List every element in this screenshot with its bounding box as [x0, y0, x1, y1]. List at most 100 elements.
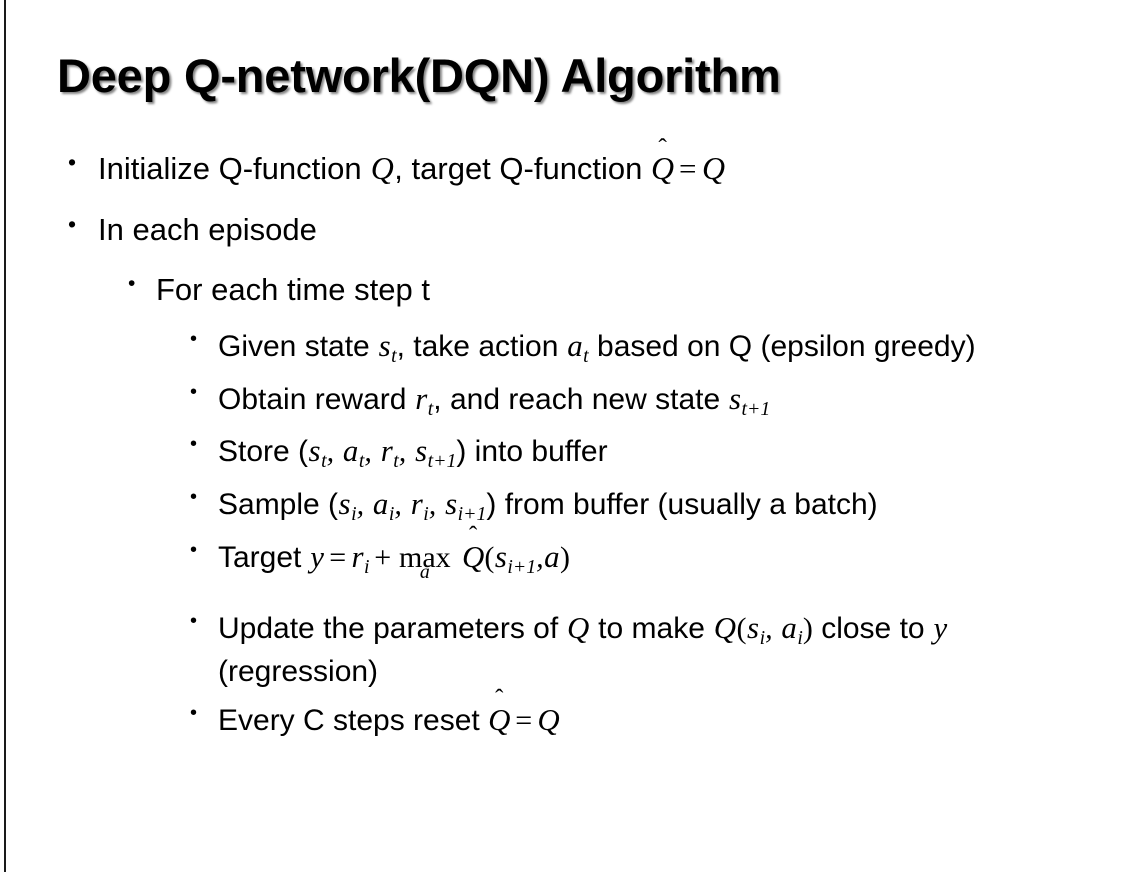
bullet-for-each-time-step: • For each time step t: [0, 270, 1124, 310]
bullet-every-c-steps-text: Every C steps reset ̂Q=Q: [218, 700, 1088, 740]
math-s: s: [378, 328, 391, 364]
bullet-obtain-reward: • Obtain reward rt, and reach new state …: [0, 379, 1124, 423]
math-s: s: [728, 380, 742, 416]
math-a: a: [342, 433, 359, 469]
math-sub-t-plus-1: t+1: [427, 450, 457, 473]
math-equals: =: [329, 540, 347, 574]
math-Q: Q: [567, 610, 590, 646]
bullet-marker-icon: •: [190, 328, 198, 351]
text-update-prefix: Update the parameters of: [218, 612, 567, 646]
text-obtain-mid: , and reach new state: [433, 382, 729, 416]
math-s: s: [415, 433, 428, 469]
text-update-suffix: close to: [812, 612, 933, 646]
math-sub-t: t: [358, 450, 365, 473]
math-sub-i-plus-1: i+1: [507, 555, 537, 578]
math-Q: Q: [713, 610, 737, 646]
bullet-given-state: • Given state st, take action at based o…: [0, 326, 1124, 370]
text-obtain-prefix: Obtain reward: [218, 382, 415, 416]
math-comma: ,: [364, 435, 372, 469]
bullet-obtain-reward-text: Obtain reward rt, and reach new state st…: [218, 379, 1088, 423]
math-equals: =: [679, 151, 697, 186]
math-comma: ,: [326, 435, 335, 469]
bullet-update-parameters-text: Update the parameters of Q to make Q(si,…: [218, 608, 1088, 691]
math-Q-hat: ̂Q: [651, 148, 674, 190]
math-s: s: [308, 433, 321, 469]
bullet-for-each-time-step-text: For each time step t: [156, 271, 430, 307]
math-r: r: [380, 433, 393, 469]
bullet-initialize-text: Initialize Q-function Q, target Q-functi…: [98, 148, 1124, 190]
math-lparen: (: [484, 540, 495, 574]
math-a: a: [567, 328, 583, 364]
bullet-marker-icon: •: [68, 210, 77, 237]
math-max-label: max: [399, 540, 451, 574]
math-Q-hat: ̂Q: [462, 537, 484, 577]
math-comma: ,: [428, 488, 437, 522]
math-Q-rhs: Q: [701, 151, 726, 186]
math-sub-i: i: [797, 627, 803, 650]
math-r: r: [410, 486, 423, 522]
bullet-store-text: Store (st, at, rt, st+1) into buffer: [218, 431, 1088, 475]
math-r: r: [415, 380, 428, 416]
bullet-update-parameters: • Update the parameters of Q to make Q(s…: [0, 608, 1124, 691]
math-comma: ,: [394, 488, 402, 522]
math-Q-rhs: Q: [537, 702, 560, 738]
math-lparen: (: [736, 612, 747, 646]
math-sub-i: i: [388, 503, 395, 526]
math-y: y: [933, 610, 948, 646]
math-comma: ,: [765, 612, 773, 646]
bullet-marker-icon: •: [190, 433, 198, 456]
text-given-mid: , take action: [396, 330, 567, 364]
math-comma: ,: [398, 435, 407, 469]
math-s: s: [338, 486, 351, 522]
math-sub-t: t: [321, 450, 327, 473]
math-sub-t: t: [427, 397, 434, 420]
text-initialize-prefix: Initialize Q-function: [98, 151, 371, 186]
slide-left-edge-rule: [4, 0, 6, 872]
math-rparen: ): [560, 540, 571, 574]
page-title: Deep Q-network(DQN) Algorithm: [57, 49, 781, 102]
bullet-given-state-text: Given state st, take action at based on …: [218, 326, 1088, 370]
math-sub-t: t: [391, 345, 397, 368]
bullet-marker-icon: •: [190, 702, 198, 725]
bullet-sample: • Sample (si, ai, ri, si+1) from buffer …: [0, 484, 1124, 528]
math-Q-hat-base: Q: [488, 702, 511, 738]
math-Q: Q: [370, 151, 394, 186]
math-s: s: [494, 538, 507, 574]
bullet-sample-text: Sample (si, ai, ri, si+1) from buffer (u…: [218, 484, 1088, 528]
text-store-suffix: ) into buffer: [456, 435, 608, 469]
math-sub-i-plus-1: i+1: [457, 503, 487, 526]
text-given-prefix: Given state: [218, 330, 379, 364]
math-Q-hat: ̂Q: [488, 700, 510, 740]
math-Q-hat-base: Q: [462, 538, 485, 574]
math-r: r: [351, 538, 364, 574]
math-a: a: [544, 538, 560, 574]
math-Q-hat-base: Q: [651, 151, 675, 186]
text-update-mid: to make: [589, 612, 714, 646]
math-sub-i: i: [351, 503, 357, 526]
bullet-in-each-episode-text: In each episode: [98, 211, 317, 247]
math-sub-i: i: [759, 627, 766, 650]
math-s: s: [445, 486, 458, 522]
bullet-marker-icon: •: [190, 486, 198, 509]
math-rparen: ): [802, 612, 813, 646]
math-plus: +: [374, 540, 392, 574]
bullet-marker-icon: •: [190, 538, 198, 561]
math-a: a: [781, 610, 797, 646]
math-y: y: [310, 538, 324, 574]
text-given-suffix: based on Q (epsilon greedy): [588, 330, 976, 364]
bullet-marker-icon: •: [190, 610, 198, 633]
bullet-initialize: • Initialize Q-function Q, target Q-func…: [0, 148, 1124, 190]
text-initialize-mid: , target Q-function: [394, 151, 652, 186]
bullet-marker-icon: •: [68, 149, 77, 175]
text-sample-suffix: ) from buffer (usually a batch): [486, 488, 878, 522]
bullet-marker-icon: •: [128, 271, 136, 295]
math-sub-t: t: [583, 345, 589, 368]
text-update-tail: (regression): [218, 655, 379, 689]
math-a: a: [372, 486, 389, 522]
math-sub-t-plus-1: t+1: [741, 397, 771, 420]
math-comma: ,: [536, 540, 544, 574]
